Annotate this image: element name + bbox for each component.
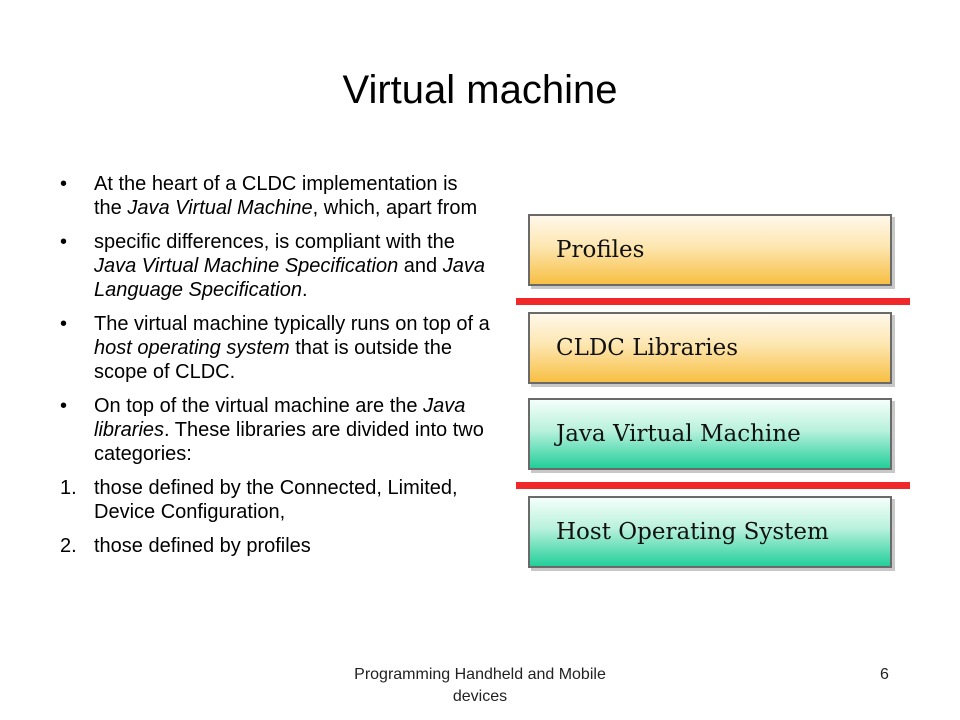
bullet-item: 2. those defined by profiles (60, 534, 490, 558)
bullet-text: On top of the virtual machine are the (94, 395, 424, 417)
bullet-text: At the heart of a CLDC implementation is… (94, 173, 458, 219)
bullet-item: • The virtual machine typically runs on t… (60, 312, 490, 384)
divider-bar (516, 298, 910, 305)
layer-label: CLDC Libraries (556, 335, 739, 361)
bullet-marker: • (60, 395, 68, 417)
emphasized-text: host operating system (94, 337, 290, 359)
bullet-text: that is outside the scope of CLDC. (94, 337, 452, 383)
layer-java-virtual-machine: Java Virtual Machine (528, 398, 892, 470)
emphasized-text: Java Virtual Machine (127, 197, 313, 219)
bullet-text: those defined by profiles (94, 535, 311, 557)
bullet-marker: • (60, 231, 68, 253)
emphasized-text: Java Language Specification (94, 255, 485, 301)
layer-cldc-libraries: CLDC Libraries (528, 312, 892, 384)
layer-label: Host Operating System (556, 519, 829, 545)
bullet-item: • specific differences, is compliant with… (60, 230, 490, 302)
divider-bar (516, 482, 910, 489)
page-number: 6 (880, 666, 889, 683)
bullet-text: . These libraries are divided into two c… (94, 419, 484, 465)
bullet-marker: • (60, 313, 68, 335)
bullet-item: • At the heart of a CLDC implementation i… (60, 172, 490, 220)
bullet-text: and (398, 255, 443, 277)
architecture-diagram: Profiles CLDC Libraries Java Virtual Mac… (512, 212, 912, 582)
bullet-marker: • (60, 173, 68, 195)
slide-title: Virtual machine (342, 68, 618, 112)
layer-profiles: Profiles (528, 214, 892, 286)
bullet-text: , which, apart from (312, 197, 478, 219)
bullet-text: those defined by the Connected, Limited,… (94, 477, 458, 523)
layer-label: Profiles (556, 237, 645, 263)
bullet-list: • At the heart of a CLDC implementation i… (60, 172, 490, 568)
bullet-item: 1. those defined by the Connected, Limite… (60, 476, 490, 524)
bullet-text: . (301, 279, 308, 301)
layer-label: Java Virtual Machine (556, 421, 801, 447)
slide-footer: Programming Handheld and Mobile devices (354, 666, 606, 705)
layer-host-operating-system: Host Operating System (528, 496, 892, 568)
emphasized-text: Java libraries (94, 395, 466, 441)
bullet-marker: 1. (60, 477, 77, 499)
bullet-text: The virtual machine typically runs on to… (94, 313, 490, 335)
bullet-item: • On top of the virtual machine are the J… (60, 394, 490, 466)
bullet-marker: 2. (60, 535, 77, 557)
emphasized-text: Java Virtual Machine Specification (94, 255, 399, 277)
bullet-text: specific differences, is compliant with … (94, 231, 455, 253)
